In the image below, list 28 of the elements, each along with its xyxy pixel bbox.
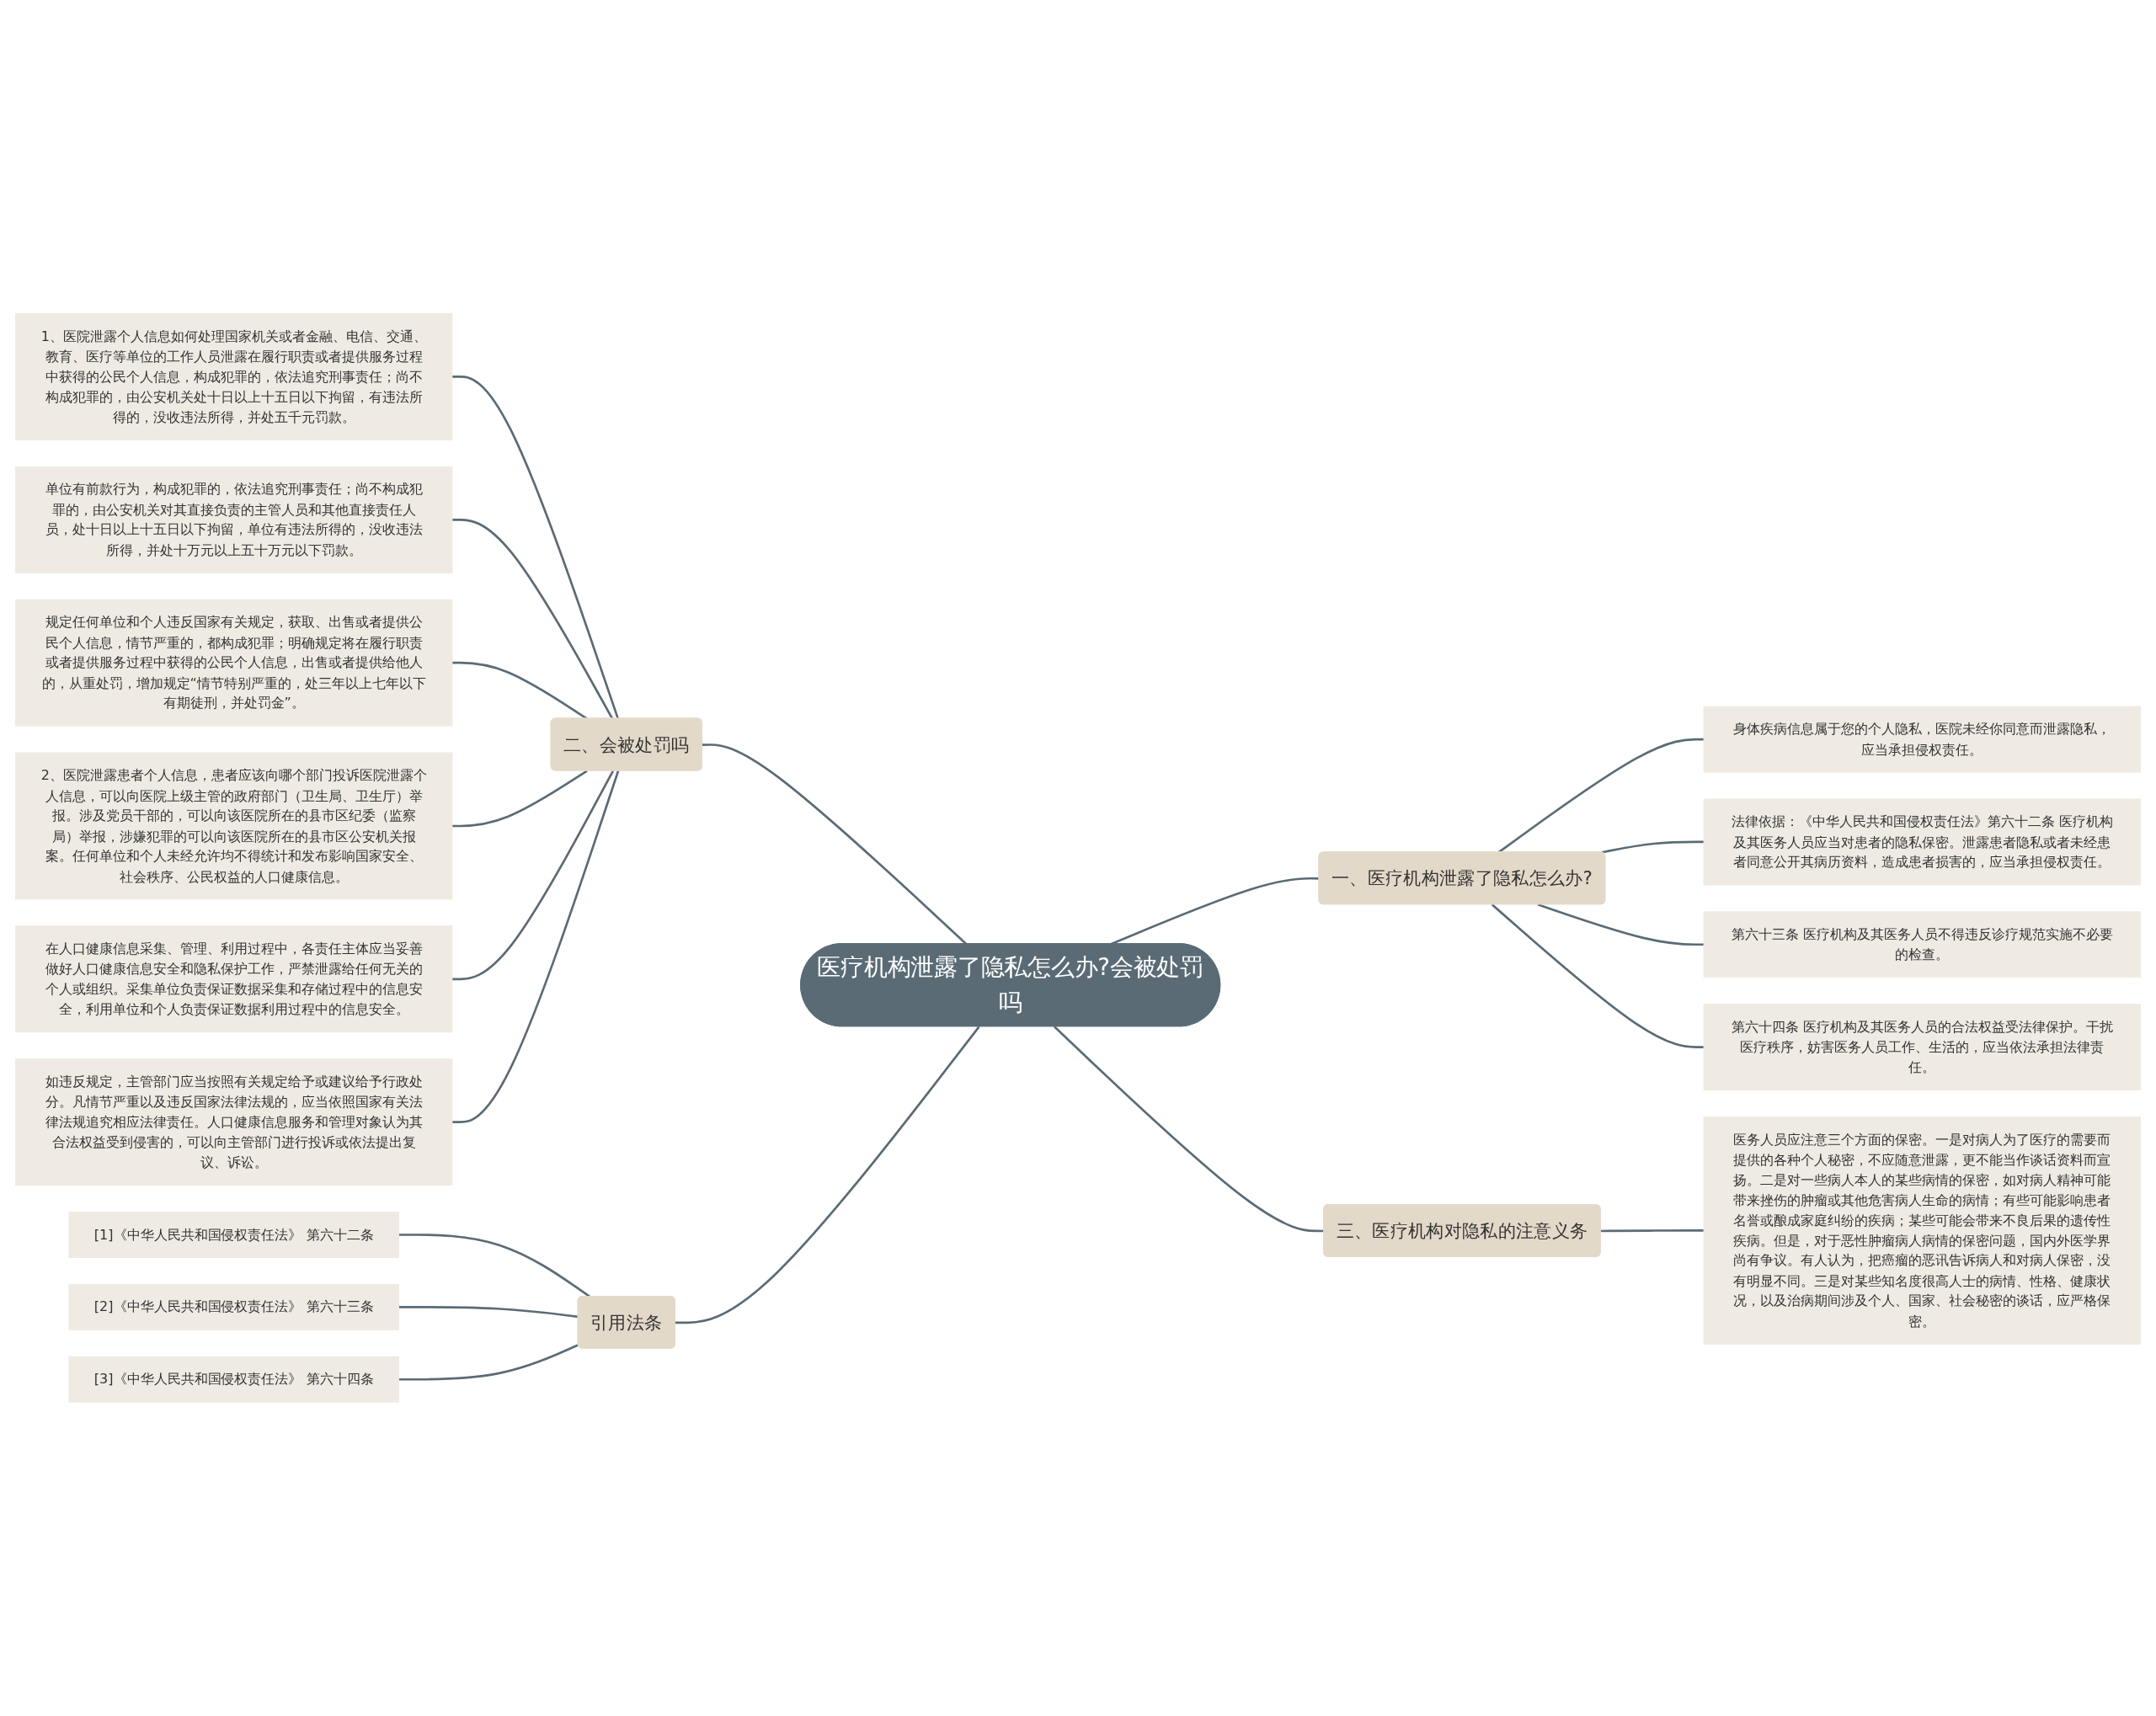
connector: [451, 770, 620, 1124]
node-box: 第六十四条 医疗机构及其医务人员的合法权益受法律保护。干扰医疗秩序，妨害医务人员工作、生活的，应当依法承担法律责任。: [1703, 1004, 2141, 1091]
connector: [451, 661, 588, 720]
connector: [1497, 738, 1705, 854]
node-box: [2]《中华人民共和国侵权责任法》 第六十三条: [68, 1284, 399, 1330]
node-box: 在人口健康信息采集、管理、利用过程中，各责任主体应当妥善做好人口健康信息安全和隐私保护工作，严禁泄露给任何无关的个人或组织。采集单位负责保证数据采集和存储过程中的信息安全，利用单位和个人负责保证数据利用过程中的信息安全。: [15, 925, 453, 1033]
node-box: 1、医院泄露个人信息如何处理国家机关或者金融、电信、交通、教育、医疗等单位的工作人员泄露在履行职责或者提供服务过程中获得的公民个人信息，构成犯罪的，依法追究刑事责任；尚不构成犯罪的，由公安机关处十日以上十五日以下拘留，有违法所得的，没收违法所得，并处五千元罚款。: [15, 313, 453, 441]
node-box: 单位有前款行为，构成犯罪的，依法追究刑事责任；尚不构成犯罪的，由公安机关对其直接负责的主管人员和其他直接责任人员，处十日以上十五日以下拘留，单位有违法所得的，没收违法所得，并处十万元以上五十万元以下罚款。: [15, 466, 453, 573]
node-box: 第六十三条 医疗机构及其医务人员不得违反诊疗规范实施不必要的检查。: [1703, 911, 2141, 978]
connector: [675, 1026, 980, 1324]
node-box: 如违反规定，主管部门应当按照有关规定给予或建议给予行政处分。凡情节严重以及违反国家法律法规的，应当依照国家有关法律法规追究相应法律责任。人口健康信息服务和管理对象认为其合法权益受到侵害的，可以向主管部门进行投诉或依法提出复议、诉讼。: [15, 1058, 453, 1186]
connector: [398, 1344, 579, 1381]
node-box: 法律依据：《中华人民共和国侵权责任法》第六十二条 医疗机构及其医务人员应当对患者的隐私保密。泄露患者隐私或者未经患者同意公开其病历资料，造成患者损害的，应当承担侵权责任。: [1703, 798, 2141, 886]
node-box: 规定任何单位和个人违反国家有关规定，获取、出售或者提供公民个人信息，情节严重的，都构成犯罪；明确规定将在履行职责或者提供服务过程中获得的公民个人信息，出售或者提供给他人的，从重处罚，增加规定“情节特别严重的，处三年以上七年以下有期徒刑，并处罚金”。: [15, 599, 453, 727]
connector: [1491, 903, 1705, 1049]
node-box: 医务人员应注意三个方面的保密。一是对病人为了医疗的需要而提供的各种个人秘密，不应随意泄露，更不能当作谈话资料而宣扬。二是对一些病人本人的某些病情的保密，如对病人精神可能带来挫伤的肿瘤或其他危害病人生命的病情；有些可能影响患者名誉或酿成家庭纠纷的疾病；某些可能会带来不良后果的遗传性疾病。但是，对于恶性肿瘤病人病情的保密问题，国内外医学界尚有争议。有人认为，把癌瘤的恶讯告诉病人和对病人保密，没有明显不同。三是对某些知名度很高人士的病情、性格、健康状况，以及治病期间涉及个人、国家、社会秘密的谈话，应严格保密。: [1703, 1116, 2141, 1346]
connector: [1600, 840, 1705, 854]
connector: [451, 519, 614, 720]
connector: [398, 1306, 579, 1319]
node-box: [3]《中华人民共和国侵权责任法》 第六十四条: [68, 1356, 399, 1403]
connector: [1537, 903, 1705, 946]
connector: [451, 376, 620, 720]
connector: [451, 770, 588, 828]
node-box: 身体疾病信息属于您的个人隐私，医院未经你同意而泄露隐私，应当承担侵权责任。: [1703, 706, 2141, 773]
node-box: 2、医院泄露患者个人信息，患者应该向哪个部门投诉医院泄露个人信息，可以向医院上级主管的政府部门（卫生局、卫生厅）举报。涉及党员干部的，可以向该医院所在的县市区纪委（监察局）举报，涉嫌犯罪的可以向该医院所在的县市区公安机关报案。任何单位和个人未经允许均不得统计和发布影响国家安全、社会秩序、公民权益的人口健康信息。: [15, 752, 453, 900]
connector: [451, 770, 615, 981]
node-box: [1]《中华人民共和国侵权责任法》 第六十二条: [68, 1212, 399, 1259]
connector: [1600, 1229, 1705, 1233]
